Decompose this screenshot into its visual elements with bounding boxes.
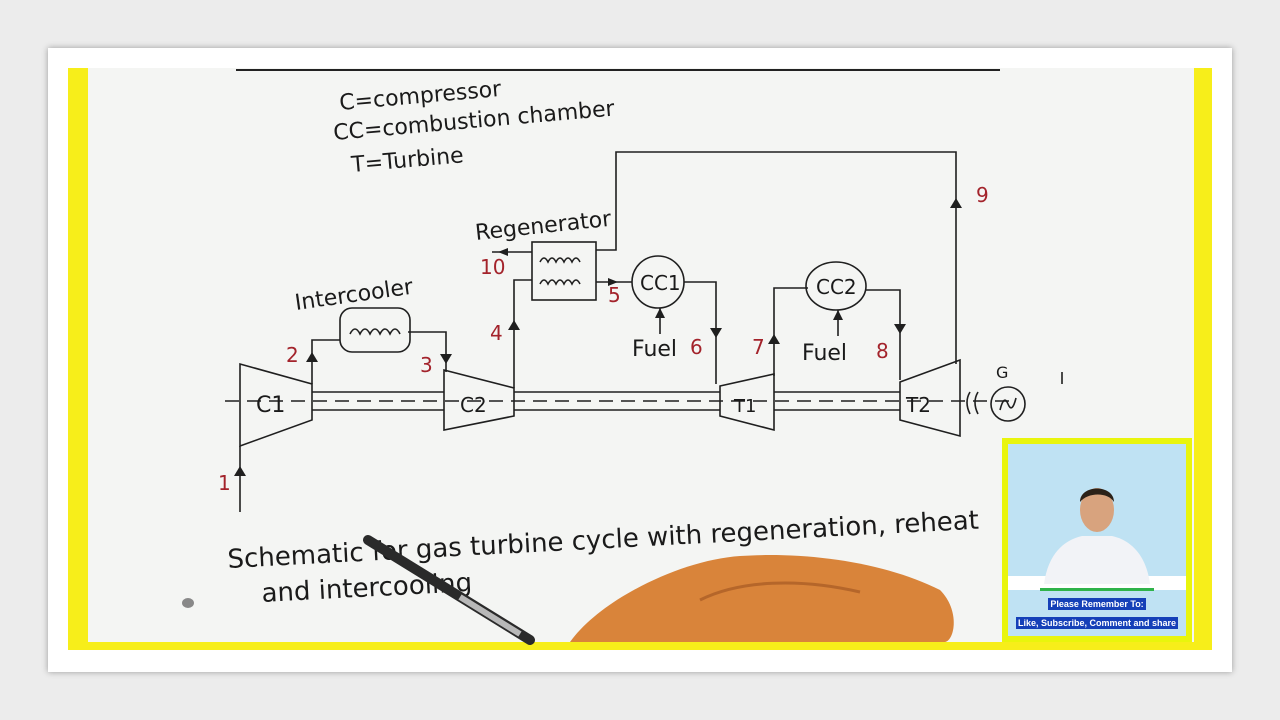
pipe-state-8 — [866, 289, 901, 380]
c1-label: C1 — [256, 393, 285, 418]
presenter-hair — [1080, 488, 1114, 502]
t1-label: T1 — [733, 396, 756, 417]
compressor-c1 — [239, 362, 313, 448]
presenter-video-overlay: Please Remember To: Like, Subscribe, Com… — [1002, 438, 1192, 642]
cc2-label: CC2 — [816, 275, 857, 299]
coupling-mark — [966, 391, 979, 415]
pin-mark — [182, 598, 194, 608]
presenter-shirt — [1044, 536, 1150, 584]
intercooler-label: Intercooler — [293, 275, 415, 316]
compressor-c2 — [443, 368, 515, 431]
cc1-label: CC1 — [640, 271, 681, 295]
pipe-state-2 — [311, 339, 340, 384]
pipe-state-9 — [596, 151, 957, 364]
state-5: 5 — [608, 283, 621, 307]
caption-line-1: Schematic for gas turbine cycle with reg… — [227, 506, 980, 575]
generator-circle — [990, 386, 1026, 422]
regenerator-coil-bottom — [539, 279, 581, 286]
arrow-state-8 — [894, 324, 906, 334]
pen-clip — [458, 594, 522, 637]
state-1: 1 — [218, 471, 231, 495]
regenerator-coil-top — [539, 257, 581, 264]
banner-line-1: Please Remember To: — [1048, 598, 1146, 610]
state-7: 7 — [752, 335, 765, 359]
subscribe-banner: Please Remember To: Like, Subscribe, Com… — [1008, 592, 1186, 630]
banner-line-2: Like, Subscribe, Comment and share — [1015, 617, 1179, 629]
hand-finger-line — [699, 581, 861, 602]
arrow-state-4 — [508, 320, 520, 330]
combustion-chamber-cc2 — [805, 261, 867, 311]
pipe-state-6 — [684, 281, 717, 384]
intercooler-box — [339, 307, 411, 353]
arrow-state-6 — [710, 328, 722, 338]
fuel-label-1: Fuel — [632, 337, 677, 362]
state-4: 4 — [490, 321, 503, 345]
arrow-state-3 — [440, 354, 452, 364]
arrow-state-5 — [608, 278, 618, 286]
c2-label: C2 — [460, 393, 487, 417]
turbine-t2 — [899, 358, 961, 438]
regenerator-box — [531, 241, 597, 301]
arrow-state-1 — [234, 466, 246, 476]
generator-label: G — [996, 363, 1008, 382]
state-10: 10 — [480, 255, 505, 279]
presenter-video-frame: Please Remember To: Like, Subscribe, Com… — [1008, 444, 1186, 636]
regenerator-label: Regenerator — [474, 207, 613, 246]
intercooler-coil — [349, 328, 401, 336]
pipe-state-7 — [773, 287, 808, 376]
arrow-state-9 — [950, 198, 962, 208]
state-2: 2 — [286, 343, 299, 367]
state-3: 3 — [420, 353, 433, 377]
green-strip — [1040, 588, 1154, 591]
presenter-face — [1080, 488, 1114, 532]
pipe-state-4 — [513, 279, 532, 388]
fuel-label-2: Fuel — [802, 341, 847, 366]
arrow-fuel-2 — [833, 310, 843, 320]
turbine-t1 — [719, 373, 775, 432]
arrow-state-10 — [498, 248, 508, 256]
presenter-figure — [1008, 488, 1186, 591]
arrow-state-2 — [306, 352, 318, 362]
arrow-fuel-1 — [655, 308, 665, 318]
arrow-state-7 — [768, 334, 780, 344]
state-9: 9 — [976, 183, 989, 207]
t2-label: T2 — [905, 393, 931, 417]
legend-turbine: T=Turbine — [349, 143, 464, 178]
state-6: 6 — [690, 335, 703, 359]
state-8: 8 — [876, 339, 889, 363]
generator-symbol — [999, 397, 1017, 411]
presenter-hand — [570, 555, 954, 642]
